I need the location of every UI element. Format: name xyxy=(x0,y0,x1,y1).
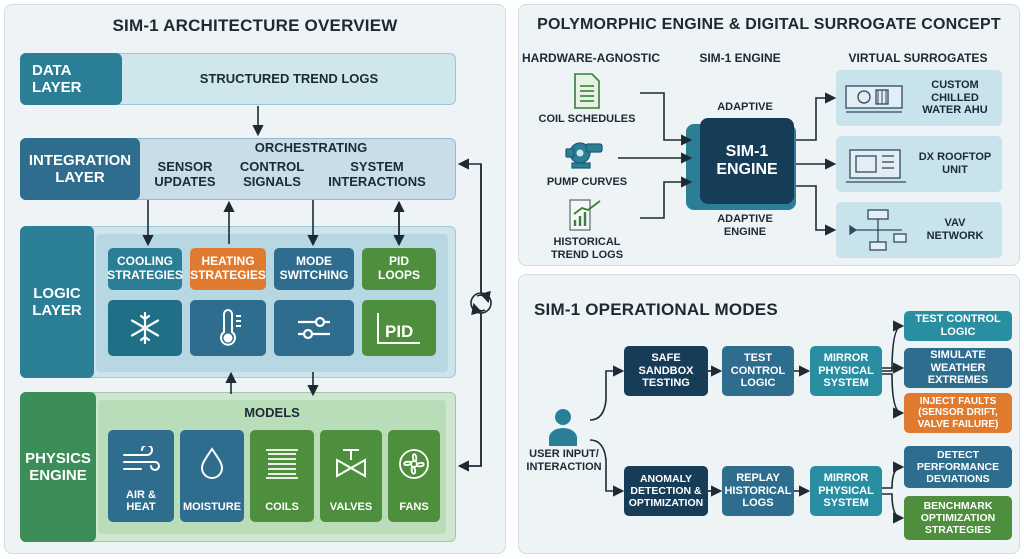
col-header-engine: SIM-1 ENGINE xyxy=(699,51,781,65)
mode-test-control-logic: TEST CONTROL LOGIC xyxy=(722,346,794,396)
out-test-control-logic: TEST CONTROL LOGIC xyxy=(904,311,1012,341)
input-coil-schedules: COIL SCHEDULES xyxy=(538,113,636,125)
integration-layer-label: INTEGRATION LAYER xyxy=(20,138,140,200)
data-layer-content: STRUCTURED TREND LOGS xyxy=(199,70,379,86)
heating-strategies: HEATING STRATEGIES xyxy=(190,248,266,290)
fan-icon xyxy=(396,446,432,486)
mode-switching: MODE SWITCHING xyxy=(274,248,354,290)
model-droplet: MOISTURE xyxy=(180,430,244,522)
mode-mirror-physical-2: MIRROR PHYSICAL SYSTEM xyxy=(810,466,882,516)
sim1-engine-box: SIM-1 ENGINE xyxy=(700,118,794,204)
valve-icon xyxy=(333,446,369,486)
mode-replay-logs: REPLAY HISTORICAL LOGS xyxy=(722,466,794,516)
operational-modes-title: SIM-1 OPERATIONAL MODES xyxy=(534,300,778,319)
surrogate-rooftop-label: DX ROOFTOP UNIT xyxy=(918,151,992,176)
out-detect-deviations: DETECT PERFORMANCE DEVIATIONS xyxy=(904,446,1012,488)
model-fan: FANS xyxy=(388,430,440,522)
ahu-icon xyxy=(842,78,906,118)
model-label: FANS xyxy=(399,501,429,514)
mode-mirror-physical-1: MIRROR PHYSICAL SYSTEM xyxy=(810,346,882,396)
model-wind: AIR & HEAT xyxy=(108,430,174,522)
trend-chart-icon xyxy=(566,198,604,232)
mode-safe-sandbox: SAFE SANDBOX TESTING xyxy=(624,346,708,396)
col-header-surrogates: VIRTUAL SURROGATES xyxy=(848,51,988,65)
physics-engine-label: PHYSICS ENGINE xyxy=(20,392,96,542)
input-historical-trend-logs: HISTORICAL TREND LOGS xyxy=(550,236,624,261)
model-label: MOISTURE xyxy=(182,501,242,514)
input-pump-curves: PUMP CURVES xyxy=(546,176,628,188)
wind-icon xyxy=(121,444,161,480)
droplet-icon xyxy=(197,446,227,484)
orchestrating-label: ORCHESTRATING xyxy=(254,140,368,155)
model-label: COILS xyxy=(265,501,299,514)
user-input-label: USER INPUT/ INTERACTION xyxy=(526,448,602,473)
control-signals-label: CONTROL SIGNALS xyxy=(239,159,305,189)
model-label: AIR & HEAT xyxy=(126,488,156,514)
polymorphic-title: POLYMORPHIC ENGINE & DIGITAL SURROGATE C… xyxy=(537,16,1001,33)
pid-text: PID xyxy=(385,322,413,341)
user-icon xyxy=(546,406,580,446)
mode-anomaly-detection: ANOMALY DETECTION & OPTIMIZATION xyxy=(624,466,708,516)
sensor-updates-label: SENSOR UPDATES xyxy=(154,159,216,189)
engine-top-label: ADAPTIVE xyxy=(717,101,773,113)
model-label: VALVES xyxy=(329,501,373,514)
architecture-title: SIM-1 ARCHITECTURE OVERVIEW xyxy=(112,16,398,35)
snowflake-icon xyxy=(108,300,182,356)
model-valve: VALVES xyxy=(320,430,382,522)
pid-loops: PID LOOPS xyxy=(362,248,436,290)
out-inject-faults: INJECT FAULTS (SENSOR DRIFT, VALVE FAILU… xyxy=(904,393,1012,433)
out-simulate-weather: SIMULATE WEATHER EXTREMES xyxy=(904,348,1012,388)
data-layer-label: DATA LAYER xyxy=(20,53,122,105)
pid-icon: PID xyxy=(362,300,436,356)
surrogate-ahu-label: CUSTOM CHILLED WATER AHU xyxy=(922,79,988,117)
vav-network-icon xyxy=(846,206,910,254)
models-title: MODELS xyxy=(244,405,300,420)
engine-bottom-label: ADAPTIVE ENGINE xyxy=(717,213,773,238)
col-header-hardware: HARDWARE-AGNOSTIC xyxy=(522,51,660,65)
out-benchmark-strategies: BENCHMARK OPTIMIZATION STRATEGIES xyxy=(904,496,1012,540)
pump-icon xyxy=(562,138,610,170)
thermometer-icon xyxy=(190,300,266,356)
sliders-icon xyxy=(274,300,354,356)
document-icon xyxy=(572,72,602,110)
logic-layer-label: LOGIC LAYER xyxy=(20,226,94,378)
cooling-strategies: COOLING STRATEGIES xyxy=(107,248,183,290)
system-interactions-label: SYSTEM INTERACTIONS xyxy=(328,159,426,189)
coil-icon xyxy=(262,446,302,486)
surrogate-vav-label: VAV NETWORK xyxy=(926,217,984,242)
model-coil: COILS xyxy=(250,430,314,522)
rooftop-unit-icon xyxy=(844,142,908,186)
